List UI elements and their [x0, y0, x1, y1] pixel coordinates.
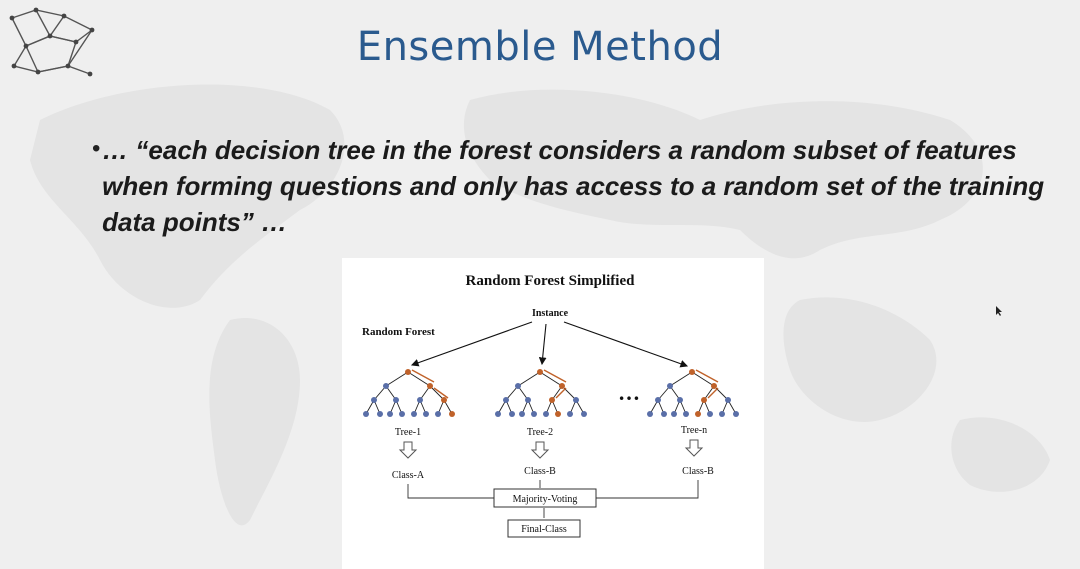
tree-2-graph: [495, 369, 587, 417]
instance-arrow-3: [563, 321, 689, 368]
majority-voting-label: Majority-Voting: [513, 494, 578, 505]
tree-1-label: Tree-1: [395, 427, 421, 438]
slide-title: Ensemble Method: [356, 24, 724, 70]
random-forest-diagram: Random Forest Simplified Instance Random…: [362, 273, 739, 538]
bullet-point: • … “each decision tree in the forest co…: [92, 132, 1052, 240]
tree-n-graph: [647, 369, 739, 417]
down-arrow-icon: [530, 441, 550, 459]
instance-arrow-1: [410, 321, 533, 367]
final-class-label: Final-Class: [521, 524, 567, 535]
bullet-quote-text: … “each decision tree in the forest cons…: [102, 135, 1045, 237]
tree-1-graph: [363, 369, 455, 417]
down-arrow-icon: [398, 441, 418, 459]
tree-n-label: Tree-n: [681, 425, 707, 436]
class-b-label-2: Class-B: [524, 466, 556, 477]
class-a-label: Class-A: [392, 470, 425, 481]
instance-label: Instance: [532, 308, 569, 319]
voting-connectors: [407, 480, 699, 518]
random-forest-figure: Random Forest Simplified Instance Random…: [342, 258, 764, 569]
instance-arrow-2: [538, 323, 547, 366]
tree-2-label: Tree-2: [527, 427, 553, 438]
mouse-cursor-icon: [996, 306, 1002, 316]
bullet-dot-icon: •: [92, 135, 101, 162]
class-b-label-n: Class-B: [682, 466, 714, 477]
final-class-box: [507, 519, 581, 538]
network-logo-icon: [9, 7, 95, 77]
majority-voting-box: [493, 488, 597, 508]
down-arrow-icon: [684, 439, 704, 457]
random-forest-label: Random Forest: [362, 326, 435, 338]
figure-title: Random Forest Simplified: [466, 273, 636, 289]
trees-ellipsis: …: [618, 380, 640, 405]
